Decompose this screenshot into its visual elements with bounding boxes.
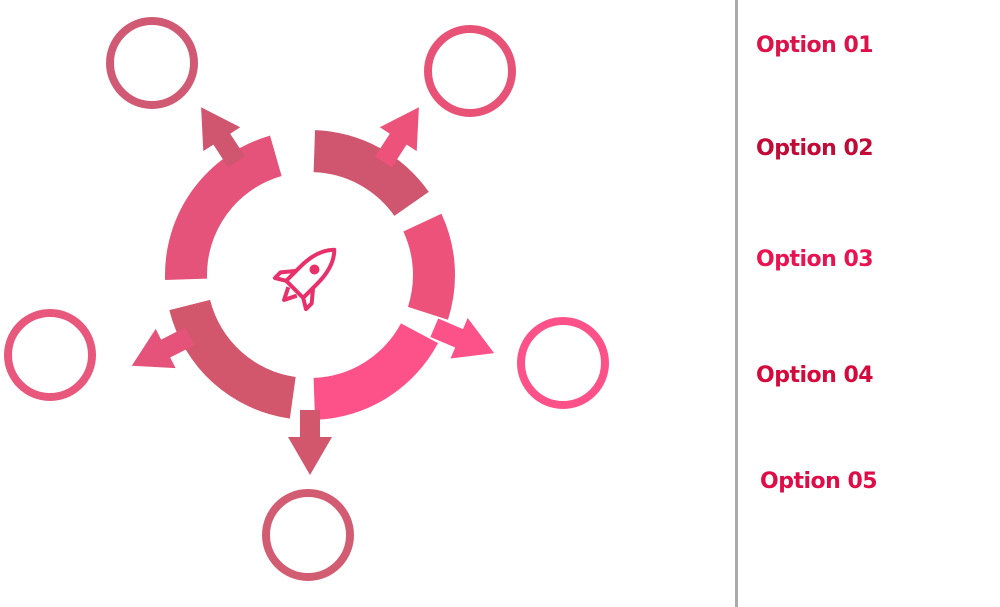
- option-circle: [517, 317, 609, 409]
- option-label-04: Option 04: [756, 363, 874, 388]
- ring-arrows: [131, 107, 495, 475]
- arrow: [430, 318, 495, 359]
- rocket-icon: [272, 247, 337, 312]
- option-label-03: Option 03: [756, 247, 874, 272]
- ring-segments: [165, 130, 456, 420]
- option-circles: [4, 17, 609, 581]
- ring-segment: [403, 213, 456, 320]
- divider-line: [735, 0, 738, 607]
- option-label-02: Option 02: [756, 136, 874, 161]
- option-label-01: Option 01: [756, 33, 874, 58]
- arrow: [375, 107, 419, 168]
- option-circle: [262, 489, 354, 581]
- ring-segment: [165, 135, 282, 281]
- cycle-diagram: [4, 17, 609, 581]
- arrow: [131, 327, 195, 369]
- ring-segment: [313, 323, 439, 420]
- ring-segment: [169, 299, 296, 419]
- option-circle: [4, 309, 96, 401]
- arrow: [288, 410, 332, 475]
- arrow: [201, 107, 245, 168]
- option-circle: [424, 25, 516, 117]
- option-label-05: Option 05: [760, 469, 878, 494]
- ring-segment: [313, 130, 429, 216]
- option-circle: [106, 17, 198, 109]
